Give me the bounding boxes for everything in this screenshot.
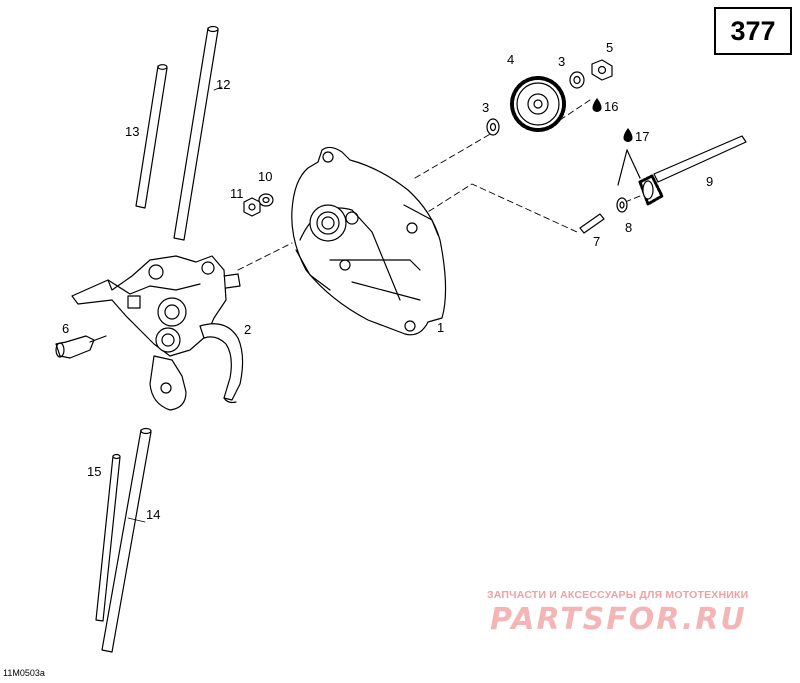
pump-shaft-9 — [638, 135, 747, 206]
oil-pump-2 — [71, 255, 244, 411]
callout-17-pointers — [617, 149, 641, 186]
callout-13: 13 — [125, 124, 139, 139]
leader-lines — [127, 86, 223, 523]
callout-7: 7 — [593, 234, 600, 249]
hose-14 — [101, 427, 152, 653]
washer-3-right — [569, 71, 585, 89]
callout-12: 12 — [216, 77, 230, 92]
callout-5: 5 — [606, 40, 613, 55]
figure-code: 11M0503a — [3, 668, 45, 678]
hose-12 — [173, 25, 219, 241]
washer-10 — [258, 193, 274, 207]
callout-17: 17 — [635, 129, 649, 144]
washer-3-left — [486, 118, 500, 136]
callout-10: 10 — [258, 169, 272, 184]
callout-4: 4 — [507, 52, 514, 67]
callout-3-left: 3 — [482, 100, 489, 115]
page-number: 377 — [730, 15, 776, 46]
callout-15: 15 — [87, 464, 101, 479]
callout-1: 1 — [437, 320, 444, 335]
nut-11 — [243, 197, 261, 217]
cover-plate-1 — [291, 146, 447, 336]
callout-2: 2 — [244, 322, 251, 337]
pin-7 — [579, 213, 605, 234]
callout-6: 6 — [62, 321, 69, 336]
callout-16: 16 — [604, 99, 618, 114]
washer-8 — [616, 197, 628, 213]
screw-6 — [55, 335, 107, 359]
callout-11: 11 — [230, 186, 244, 201]
hose-13 — [135, 64, 168, 209]
nut-5 — [591, 59, 613, 81]
assembly-guide-lines — [237, 99, 641, 271]
callout-9: 9 — [706, 174, 713, 189]
gear-4 — [510, 76, 566, 132]
hose-15 — [95, 453, 121, 622]
watermark-logo: PARTSFOR.RU — [490, 602, 747, 637]
oil-drop-icon — [623, 128, 633, 142]
page-number-box: 377 — [714, 7, 792, 55]
watermark-tagline: ЗАПЧАСТИ И АКСЕССУАРЫ ДЛЯ МОТОТЕХНИКИ — [487, 589, 749, 601]
oil-drop-icon — [592, 98, 602, 112]
callout-8: 8 — [625, 220, 632, 235]
callout-14: 14 — [146, 507, 160, 522]
callout-3-right: 3 — [558, 54, 565, 69]
